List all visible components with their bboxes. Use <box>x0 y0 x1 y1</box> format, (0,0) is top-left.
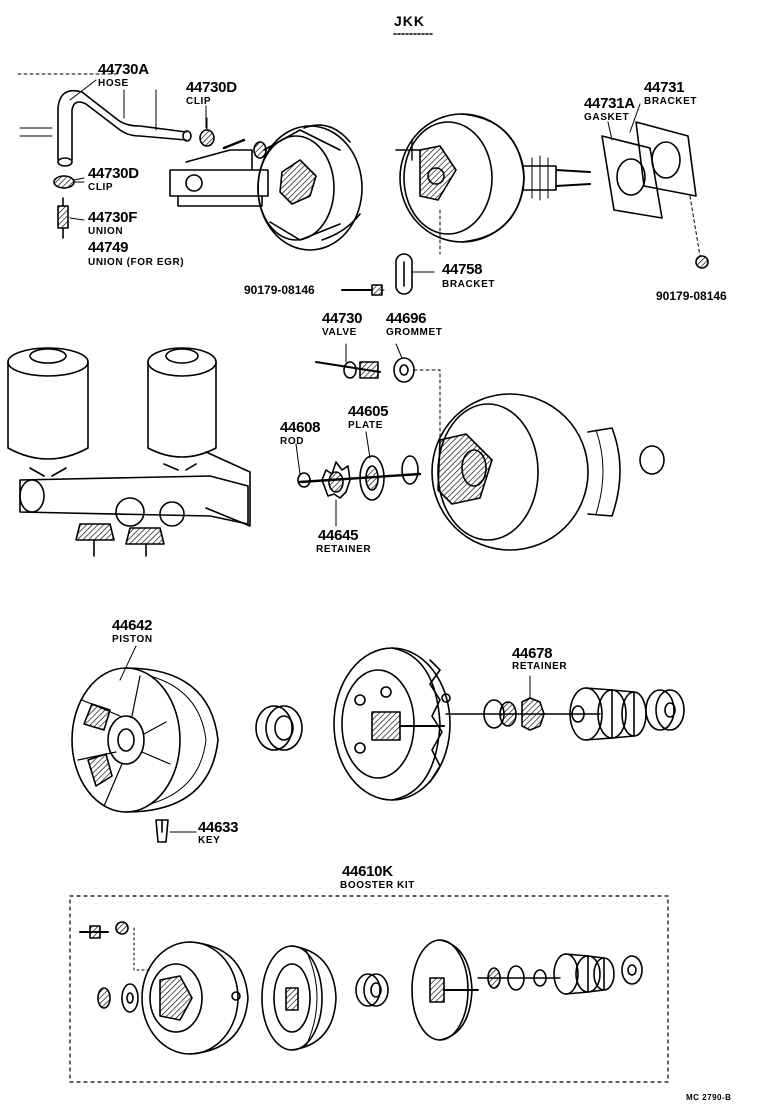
part-44731A-label: 44731A <box>584 95 635 112</box>
key <box>155 819 169 843</box>
booster-assembly-mid <box>431 393 665 551</box>
check-valve <box>315 361 381 379</box>
valve-label: VALVE <box>322 327 357 338</box>
part-44610K-label: 44610K <box>342 863 393 880</box>
clip-top-label: CLIP <box>186 96 212 107</box>
diagram-reference: MC 2790-B <box>686 1093 732 1102</box>
union-egr-label: UNION (FOR EGR) <box>88 257 185 268</box>
bolt-left-label: 90179-08146 <box>244 283 315 297</box>
part-44730F-label: 44730F <box>88 209 138 226</box>
union-label: UNION <box>88 226 124 237</box>
kit-piston <box>261 945 337 1051</box>
part-44678-label: 44678 <box>512 645 553 662</box>
part-44731-label: 44731 <box>644 79 685 96</box>
booster-gasket <box>601 135 663 219</box>
kit-dust-boot <box>553 953 615 995</box>
kit-booster-body <box>141 941 249 1055</box>
retainer-mid-label: RETAINER <box>316 544 372 555</box>
valve-plunger-retainer <box>445 697 601 731</box>
check-valve-body <box>169 138 269 207</box>
part-44730D-top-label: 44730D <box>186 79 237 96</box>
retainer-low-label: RETAINER <box>512 661 568 672</box>
booster-front-left <box>257 124 363 251</box>
part-44730D-left-label: 44730D <box>88 165 139 182</box>
bracket-mid-label: BRACKET <box>442 279 496 290</box>
boot-seal <box>645 689 685 731</box>
hose-clip-top <box>199 117 215 147</box>
booster-assembly-top <box>395 113 591 243</box>
part-44642-label: 44642 <box>112 617 153 634</box>
diagram-code: JKK <box>394 13 426 29</box>
booster-piston <box>71 667 219 813</box>
gasket-label: GASKET <box>584 112 630 123</box>
piston-seal <box>255 705 303 751</box>
key-label: KEY <box>198 835 221 846</box>
leader-lines <box>69 79 641 833</box>
plate-label: PLATE <box>348 420 384 431</box>
kit-seal <box>355 973 389 1007</box>
master-cylinder <box>7 347 251 557</box>
bolt-right-label: 90179-08146 <box>656 289 727 303</box>
push-rod <box>297 455 422 488</box>
clip-left-label: CLIP <box>88 182 114 193</box>
kit-retainer <box>97 983 139 1013</box>
bracket-top-label: BRACKET <box>644 96 698 107</box>
part-44633-label: 44633 <box>198 819 239 836</box>
bolt-left <box>341 284 383 296</box>
grommet <box>393 357 441 441</box>
plate <box>359 455 385 501</box>
kit-boot-seal <box>621 955 643 985</box>
part-44749-label: 44749 <box>88 239 129 256</box>
part-44730-label: 44730 <box>322 310 363 327</box>
part-44608-label: 44608 <box>280 419 321 436</box>
part-44730A-label: 44730A <box>98 61 149 78</box>
rod-label: ROD <box>280 436 305 447</box>
booster-shell-front <box>333 647 451 801</box>
part-44696-label: 44696 <box>386 310 427 327</box>
kit-valve <box>79 921 151 971</box>
booster-kit-label: BOOSTER KIT <box>340 880 415 891</box>
hose-clip-left <box>53 175 85 189</box>
grommet-label: GROMMET <box>386 327 443 338</box>
kit-plunger <box>477 965 561 991</box>
piston-label: PISTON <box>112 634 153 645</box>
part-44605-label: 44605 <box>348 403 389 420</box>
part-44758-label: 44758 <box>442 261 483 278</box>
union-fitting <box>57 197 69 239</box>
vacuum-hose <box>17 73 192 167</box>
booster-bracket <box>635 121 709 269</box>
hose-label: HOSE <box>98 78 129 89</box>
part-44645-label: 44645 <box>318 527 359 544</box>
kit-shell <box>411 939 479 1041</box>
retainer-plate <box>321 461 351 499</box>
